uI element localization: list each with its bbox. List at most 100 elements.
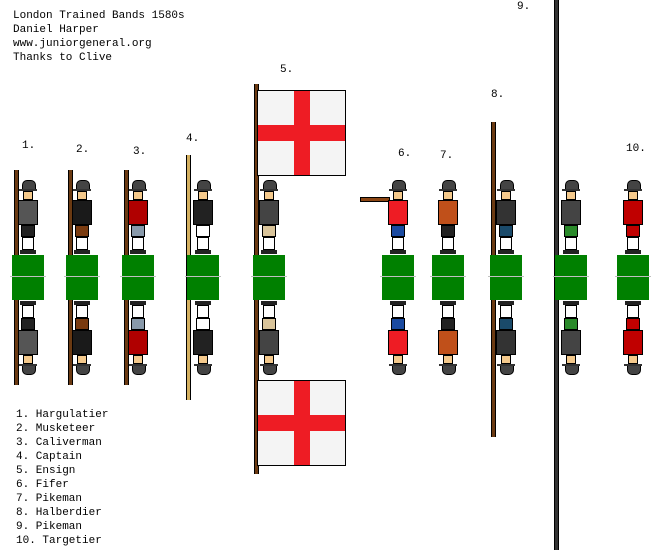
figure-base <box>251 255 287 300</box>
face-icon <box>23 355 33 364</box>
face-icon <box>566 191 576 200</box>
unit-number: 6. <box>398 148 412 160</box>
unit-number: 7. <box>440 150 454 162</box>
soldier-figure[interactable] <box>120 170 156 385</box>
breeches <box>564 225 578 237</box>
doublet <box>623 330 643 355</box>
figure-base <box>185 255 221 300</box>
figure-back <box>12 300 44 377</box>
figure-base <box>488 255 524 300</box>
breeches <box>391 225 405 237</box>
figure-base <box>430 255 466 300</box>
face-icon <box>501 191 511 200</box>
figure-back <box>617 300 649 377</box>
legend-item: 1. Hargulatier <box>16 409 109 421</box>
breeches <box>21 225 35 237</box>
doublet <box>438 200 458 225</box>
unit-number: 2. <box>76 144 90 156</box>
figure-front <box>617 178 649 255</box>
figure-front <box>382 178 414 255</box>
unit-number: 5. <box>280 64 294 76</box>
figure-back <box>66 300 98 377</box>
doublet <box>623 200 643 225</box>
soldier-figure[interactable] <box>251 178 287 378</box>
figure-front <box>187 178 219 255</box>
credit: Thanks to Clive <box>13 52 113 64</box>
figure-front <box>490 178 522 255</box>
soldier-figure[interactable] <box>430 178 466 378</box>
figure-base <box>380 255 416 300</box>
figure-base <box>120 255 156 300</box>
sheet-title: London Trained Bands 1580s <box>13 10 185 22</box>
doublet <box>496 200 516 225</box>
website-link[interactable]: www.juniorgeneral.org <box>13 38 152 50</box>
face-icon <box>566 355 576 364</box>
face-icon <box>133 191 143 200</box>
doublet <box>193 200 213 225</box>
soldier-figure[interactable] <box>553 178 589 378</box>
soldier-figure[interactable] <box>615 178 651 378</box>
soldier-figure[interactable] <box>185 178 221 378</box>
legend-item: 3. Caliverman <box>16 437 102 449</box>
breeches <box>499 225 513 237</box>
figure-front <box>66 178 98 255</box>
doublet <box>561 330 581 355</box>
figure-back <box>555 300 587 377</box>
face-icon <box>77 355 87 364</box>
doublet <box>72 200 92 225</box>
figure-front <box>555 178 587 255</box>
figure-front <box>12 178 44 255</box>
figure-front <box>432 178 464 255</box>
doublet <box>72 330 92 355</box>
figure-back <box>122 300 154 377</box>
breeches <box>131 225 145 237</box>
breeches <box>262 318 276 330</box>
doublet <box>388 200 408 225</box>
st-george-flag-top <box>257 90 346 176</box>
figure-base <box>64 255 100 300</box>
fife-icon <box>360 197 390 202</box>
breeches <box>75 225 89 237</box>
soldier-figure[interactable] <box>380 178 416 378</box>
breeches <box>75 318 89 330</box>
legend-item: 10. Targetier <box>16 535 102 547</box>
doublet <box>561 200 581 225</box>
figure-base <box>10 255 46 300</box>
face-icon <box>198 191 208 200</box>
unit-number: 3. <box>133 146 147 158</box>
face-icon <box>443 355 453 364</box>
soldier-figure[interactable] <box>10 170 46 385</box>
doublet <box>193 330 213 355</box>
soldier-figure[interactable] <box>64 170 100 385</box>
doublet <box>388 330 408 355</box>
unit-number: 9. <box>517 1 531 13</box>
face-icon <box>133 355 143 364</box>
legend-item: 9. Pikeman <box>16 521 83 533</box>
face-icon <box>628 355 638 364</box>
legend-item: 8. Halberdier <box>16 507 102 519</box>
figure-back <box>187 300 219 377</box>
doublet <box>496 330 516 355</box>
breeches <box>441 225 455 237</box>
figure-front <box>253 178 285 255</box>
legend-item: 7. Pikeman <box>16 493 83 505</box>
author: Daniel Harper <box>13 24 99 36</box>
legend-item: 2. Musketeer <box>16 423 96 435</box>
figure-back <box>253 300 285 377</box>
doublet <box>18 200 38 225</box>
breeches <box>131 318 145 330</box>
breeches <box>196 225 210 237</box>
breeches <box>564 318 578 330</box>
legend-item: 5. Ensign <box>16 465 76 477</box>
doublet <box>128 330 148 355</box>
unit-number: 8. <box>491 89 505 101</box>
face-icon <box>393 355 403 364</box>
face-icon <box>264 355 274 364</box>
soldier-figure[interactable] <box>488 178 524 378</box>
face-icon <box>77 191 87 200</box>
figure-back <box>382 300 414 377</box>
doublet <box>438 330 458 355</box>
face-icon <box>198 355 208 364</box>
face-icon <box>443 191 453 200</box>
face-icon <box>23 191 33 200</box>
